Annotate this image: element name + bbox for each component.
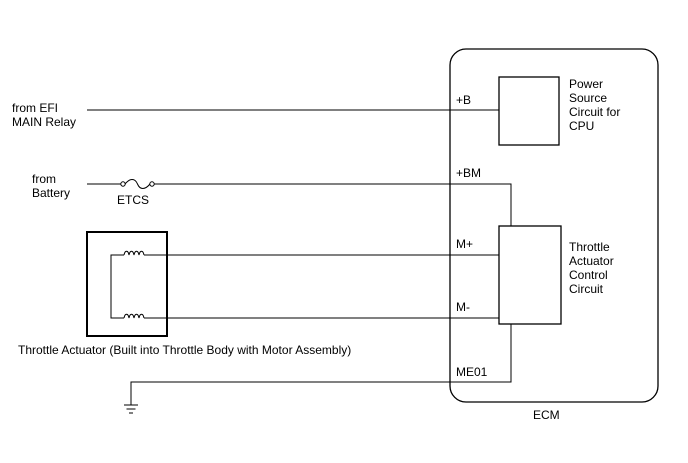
throttle-control-circuit-box [498, 225, 562, 325]
ground-icon [124, 404, 138, 414]
efi-source-label-line2: MAIN Relay [12, 115, 76, 129]
power-circuit-line3: Circuit for [569, 105, 620, 119]
terminal-me01: ME01 [456, 365, 488, 379]
battery-source-label-line2: Battery [32, 186, 70, 200]
ground-wire [130, 324, 512, 405]
power-circuit-line4: CPU [569, 119, 594, 133]
throttle-actuator-label: Throttle Actuator (Built into Throttle B… [18, 343, 351, 357]
throttle-circuit-line1: Throttle [569, 240, 610, 254]
efi-source-label-line1: from EFI [12, 101, 58, 115]
fuse-symbol [120, 179, 155, 189]
throttle-circuit-line4: Circuit [569, 282, 604, 296]
throttle-circuit-line2: Actuator [569, 254, 614, 268]
motor-coil-top [123, 250, 145, 256]
terminal-m-minus: M- [456, 300, 470, 314]
ecm-label: ECM [533, 408, 560, 422]
actuator-internal-wire [110, 254, 124, 319]
throttle-actuator-box [86, 231, 168, 337]
terminal-bm: +BM [456, 166, 481, 180]
battery-wire-right [154, 183, 512, 226]
battery-source-label-line1: from [32, 172, 56, 186]
fuse-label: ETCS [117, 193, 149, 207]
power-circuit-line2: Source [569, 91, 607, 105]
throttle-circuit-line3: Control [569, 268, 608, 282]
motor-coil-bottom [123, 313, 145, 319]
power-circuit-line1: Power [569, 77, 603, 91]
power-source-circuit-box [498, 76, 560, 146]
terminal-b: +B [456, 93, 471, 107]
terminal-m-plus: M+ [456, 237, 473, 251]
